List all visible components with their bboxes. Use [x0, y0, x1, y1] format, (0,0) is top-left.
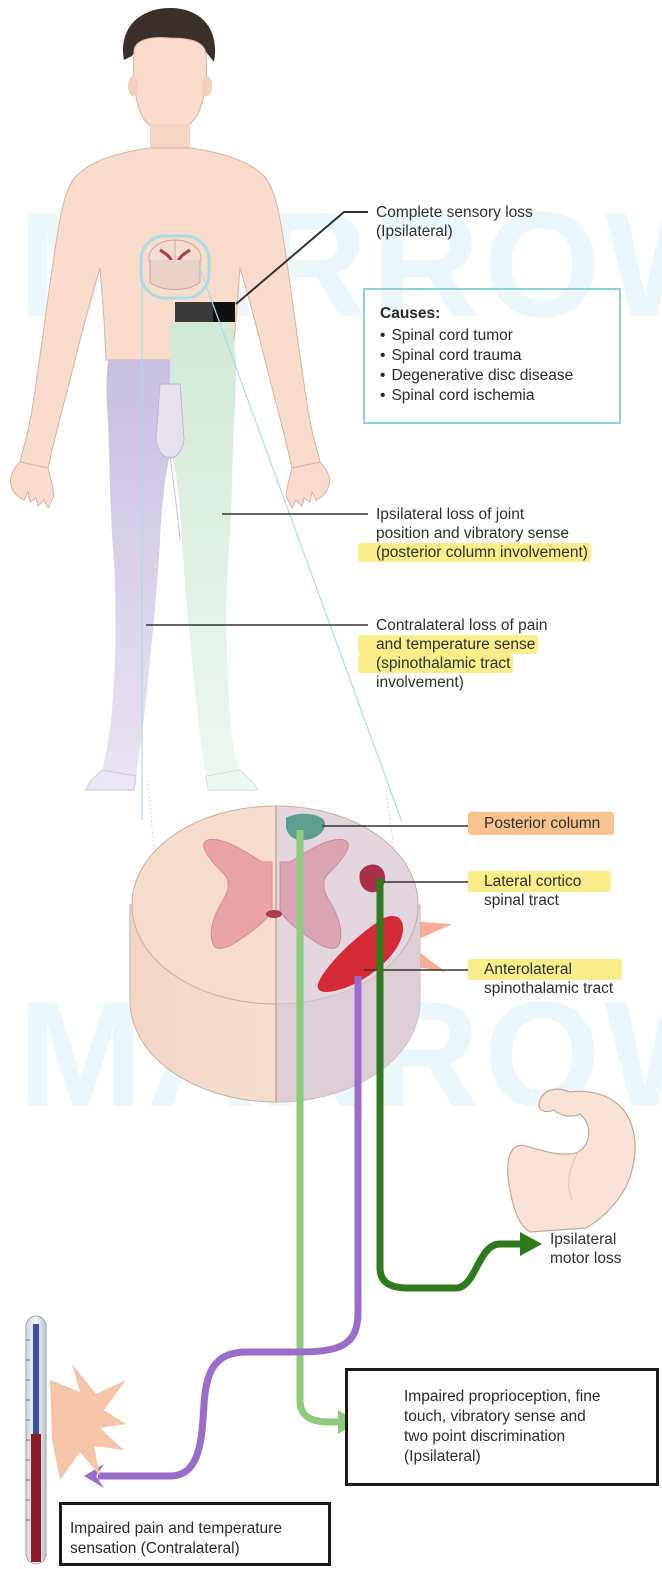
causes-box: Causes: Spinal cord tumor Spinal cord tr… [363, 288, 621, 424]
label-lateral-corticospinal: Lateral cortico spinal tract [468, 872, 611, 910]
bicep-arm-icon [508, 1089, 635, 1232]
cause-item: Spinal cord tumor [380, 326, 619, 346]
label-ipsilateral-motor-loss: Ipsilateral motor loss [550, 1230, 622, 1268]
highlight-pain-temp: and temperature sense [358, 635, 538, 654]
cause-item: Spinal cord trauma [380, 346, 619, 366]
label-anterolateral-spinothalamic: Anterolateral spinothalamic tract [468, 960, 622, 998]
label-posterior-column: Posterior column [468, 814, 614, 833]
causes-title: Causes: [380, 304, 619, 324]
highlight-spinothalamic-involvement: (spinothalamic tract [358, 654, 513, 673]
human-figure [10, 8, 329, 790]
box-impaired-proprioception: Impaired proprioception, fine touch, vib… [345, 1368, 659, 1486]
highlight-posterior-involvement: (posterior column involvement) [358, 543, 591, 562]
label-ipsilateral-joint-loss: Ipsilateral loss of joint position and v… [376, 505, 591, 562]
causes-list: Spinal cord tumor Spinal cord trauma Deg… [380, 326, 619, 406]
cause-item: Spinal cord ischemia [380, 386, 619, 406]
spinal-cord-section [130, 806, 452, 1102]
cause-item: Degenerative disc disease [380, 366, 619, 386]
label-contralateral-pain-loss: Contralateral loss of pain and temperatu… [376, 616, 547, 692]
motor-arrow [520, 1232, 542, 1256]
box-impaired-pain-temperature: Impaired pain and temperature sensation … [59, 1502, 331, 1566]
label-complete-sensory-loss: Complete sensory loss (Ipsilateral) [376, 203, 533, 241]
